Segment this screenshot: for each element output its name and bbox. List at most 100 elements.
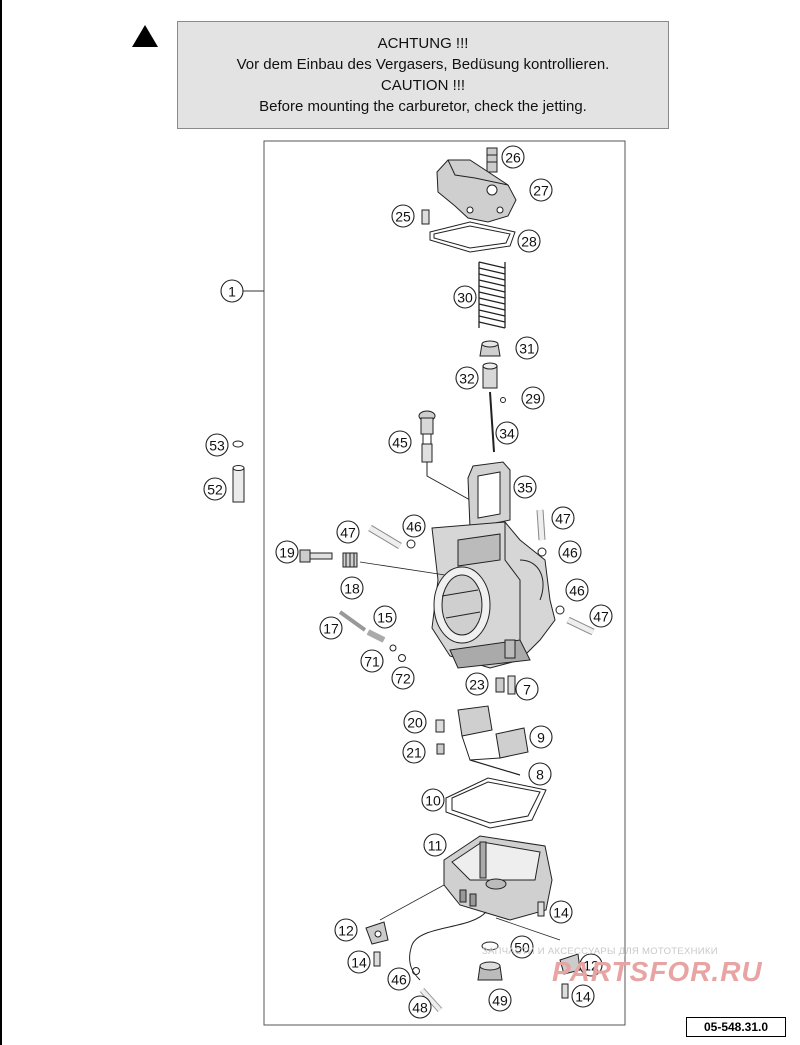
callout-circle (319, 616, 343, 640)
screw-part (537, 901, 545, 917)
o-ring-part (398, 654, 406, 662)
parts-drawing (232, 147, 595, 1013)
callout-label: 53 (209, 438, 225, 454)
callout-circle (515, 336, 539, 360)
screw-part (436, 743, 445, 755)
callout-label: 30 (457, 290, 473, 306)
callout-46: 46 (558, 540, 582, 564)
callout-circle (521, 386, 545, 410)
callout-label: 1 (228, 284, 236, 300)
callout-label: 27 (533, 183, 549, 199)
callout-circle (551, 506, 575, 530)
callout-17: 17 (319, 616, 343, 640)
o-ring-part (232, 440, 244, 448)
clamp-part (537, 547, 547, 557)
callout-21: 21 (402, 740, 426, 764)
callout-18: 18 (340, 576, 364, 600)
callout-20: 20 (403, 710, 427, 734)
callout-49: 49 (488, 988, 512, 1012)
callout-14: 14 (571, 984, 595, 1008)
callout-circle (402, 514, 426, 538)
sleeve-part (232, 465, 245, 503)
needle-holder-part (482, 362, 498, 389)
callout-label: 47 (593, 609, 609, 625)
callout-45: 45 (388, 430, 412, 454)
callout-circle (360, 649, 384, 673)
callout-label: 50 (514, 940, 530, 956)
callout-circle (558, 540, 582, 564)
callout-label: 7 (523, 682, 531, 698)
warning-text-de: Vor dem Einbau des Vergasers, Bedüsung k… (236, 56, 610, 73)
callout-circle (579, 953, 603, 977)
callout-label: 9 (537, 730, 545, 746)
jet-needle-part (489, 391, 495, 453)
callout-circle (488, 988, 512, 1012)
float-pin-part (469, 759, 521, 776)
warning-title-de: ACHTUNG !!! (377, 35, 469, 52)
callout-27: 27 (529, 178, 553, 202)
callout-circle (455, 366, 479, 390)
callout-label: 46 (569, 583, 585, 599)
callout-15: 15 (373, 605, 397, 629)
callout-circle (220, 279, 244, 303)
callout-32: 32 (455, 366, 479, 390)
callout-circle (388, 430, 412, 454)
callout-label: 14 (351, 955, 367, 971)
callout-circle (340, 576, 364, 600)
callout-circle (403, 710, 427, 734)
callout-circle (513, 475, 537, 499)
callout-label: 48 (412, 1000, 428, 1016)
callout-label: 23 (469, 677, 485, 693)
clamp-part (406, 539, 416, 549)
callout-71: 71 (360, 649, 384, 673)
callout-label: 29 (525, 391, 541, 407)
callout-label: 52 (207, 482, 223, 498)
callout-label: 71 (364, 654, 380, 670)
float-bowl-part (379, 835, 553, 921)
screw-part (373, 951, 381, 967)
callout-label: 72 (395, 671, 411, 687)
idle-spring-part (366, 629, 386, 643)
callout-label: 45 (392, 435, 408, 451)
callout-label: 17 (323, 621, 339, 637)
callout-label: 49 (492, 993, 508, 1009)
callout-label: 46 (562, 545, 578, 561)
warning-text-en: Before mounting the carburetor, check th… (259, 98, 587, 115)
callout-30: 30 (453, 285, 477, 309)
callout-circle (347, 950, 371, 974)
callout-label: 31 (519, 341, 535, 357)
callout-47: 47 (336, 520, 360, 544)
bracket-part (365, 921, 389, 945)
callout-label: 15 (377, 610, 393, 626)
callout-46: 46 (565, 578, 589, 602)
callout-circle (203, 477, 227, 501)
callout-circle (565, 578, 589, 602)
idle-screw-part (338, 610, 367, 632)
warning-title-en: CAUTION !!! (380, 77, 466, 94)
callout-circle (334, 918, 358, 942)
callout-label: 35 (517, 480, 533, 496)
callout-label: 25 (395, 209, 411, 225)
callout-35: 35 (513, 475, 537, 499)
callout-26: 26 (501, 145, 525, 169)
cover-screw-part (421, 209, 430, 225)
callout-12: 12 (334, 918, 358, 942)
callout-label: 14 (575, 989, 591, 1005)
drain-plug-part (477, 961, 503, 981)
callout-circle (387, 967, 411, 991)
callout-29: 29 (521, 386, 545, 410)
main-jet-part (495, 677, 505, 693)
cable-adjuster-part (536, 509, 546, 541)
carburetor-body-part (431, 521, 556, 669)
callout-circle (453, 285, 477, 309)
carburetor-cover-part (436, 159, 517, 223)
callout-47: 47 (589, 604, 613, 628)
callout-11: 11 (423, 833, 447, 857)
callout-label: 26 (505, 150, 521, 166)
callout-46: 46 (387, 967, 411, 991)
callout-label: 28 (521, 234, 537, 250)
callout-47: 47 (551, 506, 575, 530)
callout-circle (501, 145, 525, 169)
